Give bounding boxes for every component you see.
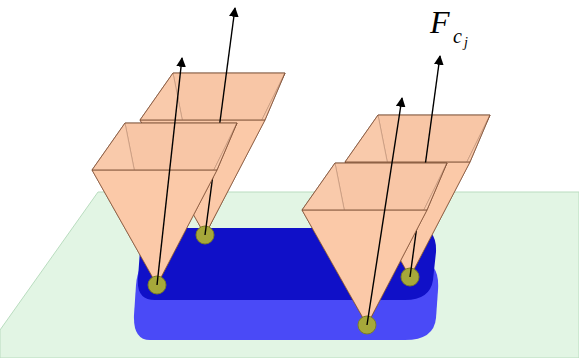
- cone-face: [302, 210, 427, 325]
- force-arrow: [367, 98, 402, 325]
- cone-base: [302, 163, 447, 210]
- force-label: c: [453, 26, 462, 46]
- force-arrow: [205, 8, 235, 235]
- cone-face: [92, 170, 217, 285]
- cone-base: [140, 73, 285, 120]
- cone-base: [92, 123, 237, 170]
- ground-plane: [0, 192, 579, 358]
- force-label: F: [430, 6, 450, 38]
- cone-base: [345, 115, 490, 162]
- friction-cone: [302, 98, 447, 334]
- friction-cones: [92, 8, 490, 334]
- force-arrow: [157, 58, 182, 285]
- friction-cone: [92, 58, 237, 294]
- force-label: j: [464, 36, 468, 50]
